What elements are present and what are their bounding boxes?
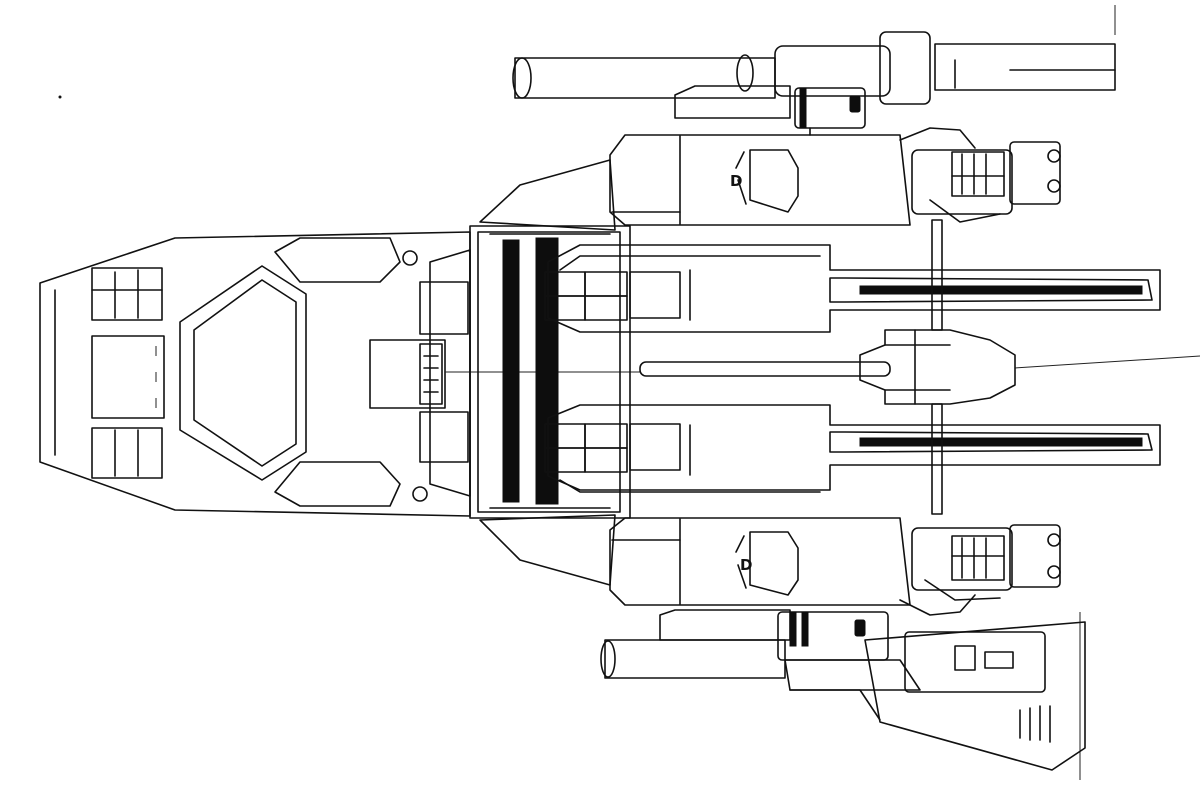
central-spine (639, 219, 1016, 515)
hull-marking-lower: D (740, 556, 752, 574)
shield-panel (789, 621, 1086, 771)
lower-wing-blade (544, 404, 1161, 493)
upper-booster-pod: D (609, 134, 911, 226)
hull-marking-upper: D (730, 172, 742, 190)
upper-thruster (899, 127, 1061, 223)
upper-cannon (512, 31, 1116, 136)
upper-wing-blade (544, 244, 1161, 333)
lower-thruster (899, 524, 1061, 616)
lower-vent (91, 427, 163, 479)
upper-vent (91, 267, 163, 321)
lower-cannon (600, 609, 921, 691)
lower-booster-pod: D (609, 517, 911, 606)
